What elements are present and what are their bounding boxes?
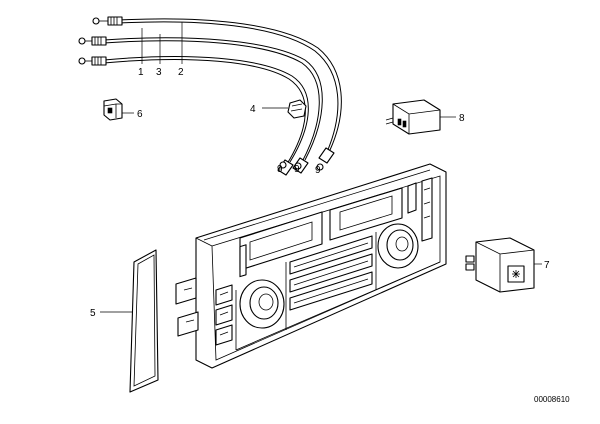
callout-4: 4	[250, 104, 256, 115]
callout-2: 2	[178, 67, 184, 78]
cable-clips	[279, 161, 324, 171]
heater-control-panel	[175, 163, 447, 369]
callout-5: 5	[90, 308, 96, 319]
callout-9a: 9	[277, 164, 283, 175]
drawing-number: 00008610	[534, 395, 570, 404]
callout-7: 7	[544, 260, 550, 271]
callout-9c: 9	[315, 165, 321, 176]
bowden-cables	[78, 16, 342, 176]
switch-unit	[465, 237, 535, 293]
callout-3: 3	[156, 67, 162, 78]
callout-8: 8	[459, 113, 465, 124]
callout-9b: 9	[294, 164, 300, 175]
callout-1: 1	[138, 67, 144, 78]
cable-holder	[287, 99, 307, 119]
callout-6: 6	[137, 109, 143, 120]
cover-panel	[129, 249, 159, 393]
small-clip	[103, 98, 123, 121]
leader-lines	[100, 22, 542, 313]
relay-module	[385, 99, 441, 135]
